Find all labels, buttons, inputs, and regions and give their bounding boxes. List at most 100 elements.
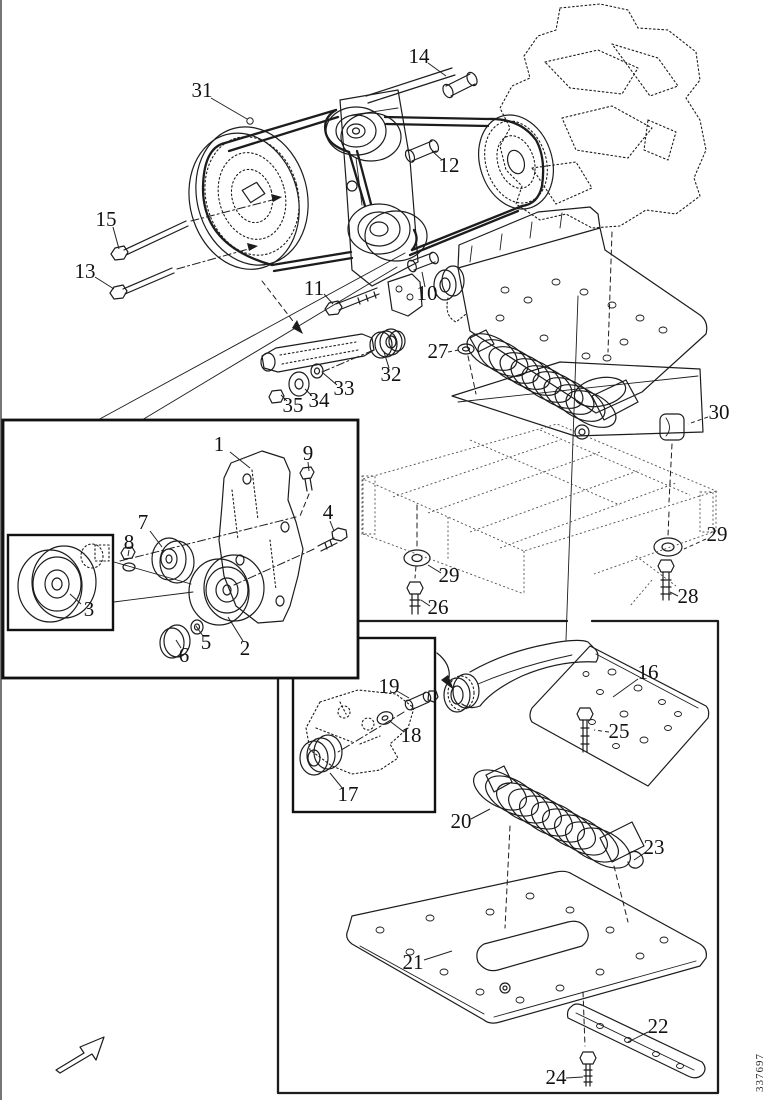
callout-9: 9 [303,441,314,465]
bar-22 [566,1003,706,1079]
callout-leader-17 [329,772,344,790]
detail-leader-lines [95,252,406,422]
callout-leader-6 [175,639,182,649]
callout-leader-25 [593,729,610,733]
chassis-frame-ghost [361,423,718,607]
washer-34 [288,371,310,397]
callout-leader-14 [427,62,447,77]
callout-25: 25 [609,719,630,743]
bolt-13 [109,243,258,300]
callout-31: 31 [192,78,213,102]
callout-30: 30 [709,400,730,424]
bracket-1 [218,450,304,624]
plate-21 [346,870,707,1024]
callout-35: 35 [283,393,304,417]
orientation-arrow [55,1036,105,1074]
pin-axis [337,711,405,753]
pin-10 [407,251,439,273]
callout-22: 22 [648,1014,669,1038]
pin-12 [404,139,440,163]
doc-number: 337697 [754,1053,766,1092]
callout-leader-35 [280,394,288,402]
callout-leader-24 [565,1076,584,1079]
callout-3: 3 [84,597,95,621]
callout-leader-26 [420,599,431,607]
callout-leader-5 [195,625,204,637]
callout-leader-1 [229,451,251,469]
engine-block [499,3,707,229]
bolt-4 [233,527,348,586]
spacer-pulley-7 [151,537,195,584]
callout-leader-7 [149,530,163,548]
engine-pulley [478,114,554,210]
callout-leader-28 [669,591,679,597]
main-drive-pulley [188,126,309,270]
upper-lower-plate [451,361,704,437]
idler-pulley-2 [188,554,265,626]
callout-7: 7 [138,510,149,534]
callout-6: 6 [179,643,190,667]
callout-12: 12 [439,153,460,177]
callout-13: 13 [75,259,96,283]
detail-arrow-curve [436,652,450,679]
bolt-35 [268,389,285,404]
callout-leader-30 [687,416,709,425]
callout-leader-11 [323,293,334,305]
callout-10: 10 [417,281,438,305]
callout-leader-4 [329,520,335,532]
callout-15: 15 [96,207,117,231]
bolt-15 [110,194,282,261]
callout-19: 19 [379,674,400,698]
bushing-17 [299,734,343,776]
pin-19 [404,690,439,711]
callout-11: 11 [304,276,324,300]
idler-arm-32 [260,328,406,373]
washer-29-left [403,504,431,567]
washer-18 [376,711,394,725]
engine-axis-dashed [607,231,613,353]
dashed-arrow [261,280,303,334]
callout-29: 29 [707,522,728,546]
callout-leader-33 [322,372,338,386]
callout-leader-29 [683,538,707,550]
washer-29-right [653,511,683,557]
callout-leader-15 [112,226,120,250]
callout-leader-9 [307,461,310,472]
callout-32: 32 [381,362,402,386]
callout-leader-19 [396,690,410,699]
callout-27: 27 [428,339,449,363]
seat-suspension-upper [433,206,708,440]
callout-leader-20 [470,808,491,820]
bolt-28 [657,559,675,601]
pulley-detail-inner-box [6,533,115,632]
callout-23: 23 [644,835,665,859]
callout-leader-34 [304,388,313,397]
bolt-25 [576,707,594,753]
support-bracket-16 [443,639,710,787]
callout-leader-27 [447,349,460,353]
idler-axis [119,516,297,562]
pin-14 [442,71,478,99]
callout-leader-8 [127,549,130,557]
callout-leader-31 [210,97,248,120]
bushing-30 [659,413,685,503]
callout-leader-22 [627,1031,649,1043]
callout-leader-29 [427,564,442,574]
callout-4: 4 [323,500,334,524]
washer-5 [190,619,204,635]
callout-5: 5 [201,630,212,654]
axis-dashed [613,865,629,923]
bolt-9 [299,466,315,517]
nut-27 [457,343,475,355]
drive-belt-31 [201,108,545,273]
bolt-24 [579,1051,597,1087]
cover-6 [159,624,191,659]
callout-leader-13 [94,276,115,290]
callout-leader-10 [421,271,426,288]
callout-2: 2 [240,636,251,660]
clip-23 [627,850,644,869]
detail-indicator-line [565,295,579,641]
callout-28: 28 [678,584,699,608]
